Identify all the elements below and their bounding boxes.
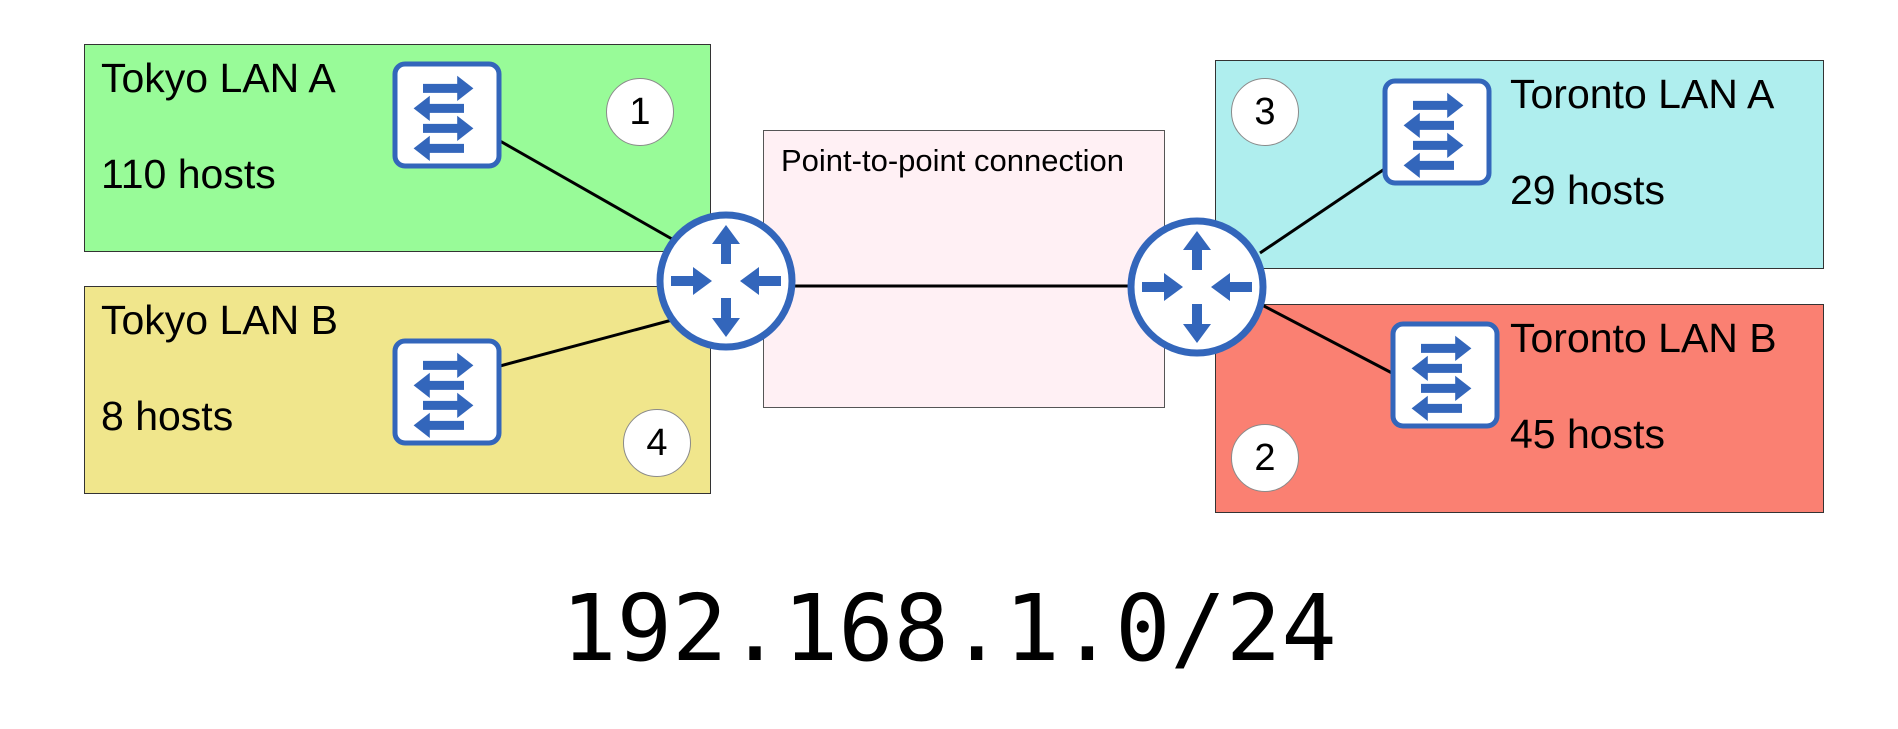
toronto-lan-b-area: Toronto LAN B 45 hosts (1215, 304, 1824, 513)
toronto-lan-a-hosts: 29 hosts (1510, 167, 1665, 213)
toronto-lan-b-hosts: 45 hosts (1510, 411, 1665, 457)
subnet-label: 192.168.1.0/24 (561, 575, 1337, 682)
tokyo-lan-b-name: Tokyo LAN B (101, 297, 338, 343)
switch-icon[interactable] (1390, 321, 1500, 429)
tokyo-lan-b-hosts: 8 hosts (101, 393, 234, 439)
switch-icon[interactable] (392, 338, 502, 446)
badge-tokyo-lan-a: 1 (606, 78, 674, 146)
link-toronto-b (1261, 303, 1393, 375)
badge-tokyo-lan-b: 4 (623, 409, 691, 477)
toronto-lan-a-name: Toronto LAN A (1510, 71, 1775, 117)
toronto-lan-b-name: Toronto LAN B (1510, 315, 1777, 361)
router-icon[interactable] (656, 211, 796, 351)
tokyo-lan-a-name: Tokyo LAN A (101, 55, 336, 101)
link-tokyo-b (499, 318, 673, 368)
link-toronto-a (1259, 166, 1387, 255)
switch-icon[interactable] (392, 61, 502, 169)
badge-toronto-lan-b: 2 (1231, 424, 1299, 492)
router-icon[interactable] (1127, 217, 1267, 357)
badge-toronto-lan-a: 3 (1231, 78, 1299, 146)
toronto-lan-a-area: Toronto LAN A 29 hosts (1215, 60, 1824, 269)
point-to-point-label: Point-to-point connection (781, 143, 1124, 178)
link-tokyo-a (499, 139, 673, 241)
switch-icon[interactable] (1382, 78, 1492, 186)
tokyo-lan-a-hosts: 110 hosts (101, 151, 276, 197)
